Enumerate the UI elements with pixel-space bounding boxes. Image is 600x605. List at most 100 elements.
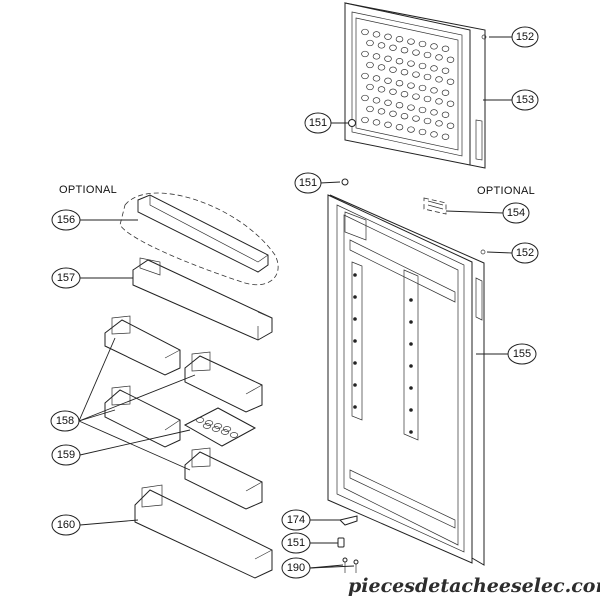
freezer-door-hole [377, 108, 386, 115]
egg-cup [195, 417, 205, 423]
freezer-door-hole [418, 40, 427, 48]
optional-shelf-156 [119, 192, 279, 285]
mount-point [409, 342, 413, 346]
freezer-door-hole [400, 91, 409, 98]
mount-point [409, 408, 413, 412]
callout-label: 174 [287, 514, 305, 526]
callout-label: 152 [516, 31, 534, 43]
mount-point [353, 405, 357, 409]
freezer-door-hole [361, 50, 369, 58]
freezer-door-hole [389, 88, 397, 95]
freezer-door-hole [377, 42, 386, 49]
freezer-door-hole [372, 53, 381, 60]
freezer-door-hole [384, 55, 392, 62]
hinge-174 [339, 515, 358, 526]
freezer-door-hole [441, 89, 450, 96]
callout-155: 155 [507, 343, 537, 365]
freezer-door-hole [423, 51, 432, 59]
mount-point [353, 317, 357, 321]
optional-label-left: OPTIONAL [59, 184, 117, 196]
callout-label: 153 [516, 94, 534, 106]
freezer-door-hole [441, 111, 450, 118]
callout-label: 157 [57, 272, 75, 284]
freezer-door-hole [441, 133, 450, 140]
mount-point [409, 430, 413, 434]
freezer-door-hole [366, 105, 374, 113]
freezer-door-hole [423, 95, 432, 103]
mount-point [353, 361, 357, 365]
freezer-door-hole [423, 117, 432, 125]
door-shelf-mount-points [353, 273, 413, 434]
freezer-door-hole [400, 113, 409, 120]
freezer-door-hole [430, 43, 438, 50]
mount-point [353, 295, 357, 299]
freezer-door-hole [430, 87, 438, 94]
freezer-door-hole [366, 39, 374, 47]
freezer-door-hole [435, 120, 443, 127]
callout-154: 154 [502, 202, 530, 224]
freezer-door-hole [361, 116, 369, 124]
watermark-text: piecesdetacheeselec.com [348, 575, 600, 597]
freezer-door-hole [412, 93, 420, 100]
egg-cup [229, 432, 239, 438]
freezer-door-hole [395, 80, 404, 87]
egg-tray-cups [195, 417, 239, 438]
leader-lines [78, 36, 513, 569]
callout-151-hinge: 151 [294, 172, 322, 194]
freezer-door-hole [446, 56, 455, 63]
freezer-door-hole [389, 44, 397, 51]
freezer-door-hole [372, 31, 381, 38]
callout-158: 158 [50, 410, 80, 432]
screw-151-upper-hinge [341, 178, 349, 186]
egg-tray-159 [183, 407, 257, 447]
callout-156: 156 [51, 209, 81, 231]
freezer-door-hole [418, 128, 427, 136]
freezer-door-hole-pattern [361, 28, 455, 140]
freezer-door-hole [372, 119, 381, 126]
freezer-door-hole [400, 47, 409, 54]
callout-label: 155 [513, 348, 531, 360]
callout-190: 190 [281, 557, 311, 579]
freezer-door-hole [407, 60, 415, 67]
freezer-door-hole [372, 97, 381, 104]
freezer-door-hole [435, 76, 443, 83]
callout-label: 160 [57, 519, 75, 531]
freezer-door-hole [423, 73, 432, 81]
door-shelf-158-c [104, 385, 181, 448]
freezer-door-hole [418, 62, 427, 70]
freezer-door-hole [372, 75, 381, 82]
callout-157: 157 [51, 267, 81, 289]
freezer-door-hole [395, 36, 404, 43]
freezer-door-hole [407, 38, 415, 45]
freezer-door-hole [361, 72, 369, 80]
callout-152-mid: 152 [511, 242, 539, 264]
freezer-door-hole [412, 115, 420, 122]
freezer-door-hole [400, 69, 409, 76]
freezer-door-hole [435, 98, 443, 105]
freezer-door-hole [435, 54, 443, 61]
mount-point [409, 298, 413, 302]
freezer-door-hole [430, 131, 438, 138]
egg-cup [202, 423, 212, 429]
freezer-door-hole [389, 66, 397, 73]
freezer-door-hole [395, 102, 404, 109]
mount-point [409, 320, 413, 324]
freezer-door-hole [430, 109, 438, 116]
door-shelf-157 [132, 257, 273, 341]
callout-label: 154 [507, 207, 525, 219]
freezer-door-hole [441, 67, 450, 74]
part-154-optional-badge [423, 197, 447, 215]
freezer-door-hole [389, 110, 397, 117]
egg-cup [220, 429, 230, 435]
screws-190 [342, 557, 359, 573]
freezer-door-hole [446, 78, 455, 85]
egg-cup [211, 426, 221, 432]
freezer-door-hole [446, 122, 455, 129]
callout-151-bottom: 151 [281, 532, 311, 554]
freezer-door-hole [361, 28, 369, 36]
mount-point [353, 273, 357, 277]
bottle-shelf-160 [134, 484, 273, 579]
freezer-door-hole [377, 64, 386, 71]
